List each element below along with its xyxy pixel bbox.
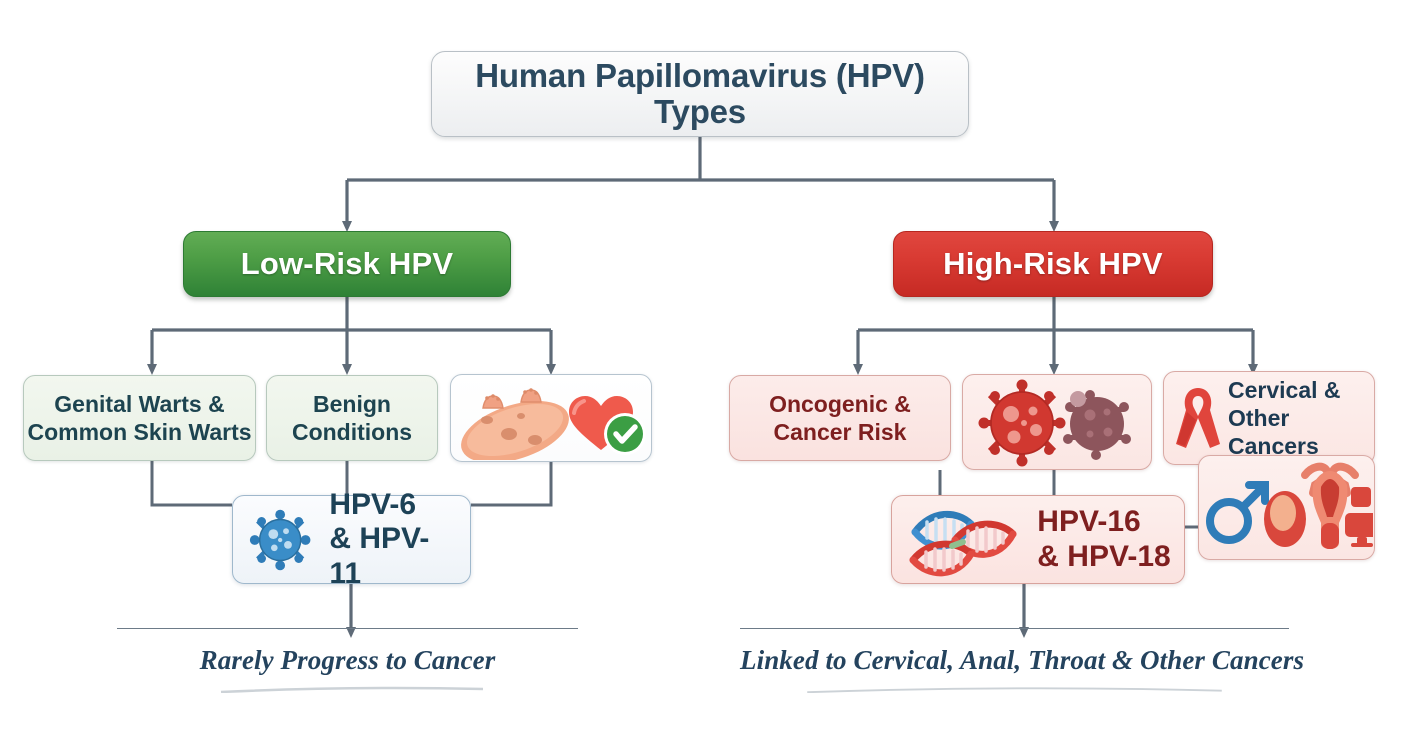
footer-rule-bottom-high-risk bbox=[807, 687, 1222, 694]
branch-label-high-risk: High-Risk HPV bbox=[943, 245, 1163, 281]
leaf-label-cervical-other-cancers: Cervical & Other Cancers bbox=[1228, 376, 1341, 460]
leaf-genital-warts[interactable]: Genital Warts & Common Skin Warts bbox=[23, 375, 256, 461]
footer-rule-bottom-low-risk bbox=[220, 686, 484, 694]
leaf-label-genital-warts: Genital Warts & Common Skin Warts bbox=[27, 390, 252, 445]
footer-rule-top-high-risk bbox=[740, 628, 1289, 629]
leaf-benign-conditions[interactable]: Benign Conditions bbox=[266, 375, 438, 461]
red-awareness-ribbon-icon bbox=[1176, 388, 1220, 448]
type-label-hpv-6-11: HPV-6 & HPV-11 bbox=[329, 487, 430, 590]
red-dna-helix-icon-2 bbox=[909, 540, 975, 576]
male-symbol-icon bbox=[1205, 481, 1269, 544]
type-label-hpv-16-18: HPV-16 & HPV-18 bbox=[1037, 505, 1171, 573]
mauve-virus-icon bbox=[1063, 390, 1131, 460]
type-node-hpv-16-18[interactable]: HPV-16 & HPV-18 bbox=[891, 495, 1185, 584]
leaf-cervical-other-cancers[interactable]: Cervical & Other Cancers bbox=[1163, 371, 1375, 465]
type-node-hpv-6-11[interactable]: HPV-6 & HPV-11 bbox=[232, 488, 471, 590]
anatomy-illustration-group bbox=[1205, 462, 1373, 549]
branch-header-low-risk[interactable]: Low-Risk HPV bbox=[183, 231, 511, 297]
branch-header-high-risk[interactable]: High-Risk HPV bbox=[893, 231, 1213, 297]
footer-high-risk: Linked to Cervical, Anal, Throat & Other… bbox=[740, 628, 1305, 698]
root-title-box: Human Papillomavirus (HPV) Types bbox=[431, 51, 969, 137]
ovary-icon bbox=[1263, 491, 1306, 547]
footer-text-high-risk: Linked to Cervical, Anal, Throat & Other… bbox=[740, 645, 1305, 675]
anatomy-illustration-box[interactable] bbox=[1198, 455, 1375, 560]
dna-helix-group bbox=[909, 510, 1017, 576]
footer-low-risk: Rarely Progress to Cancer bbox=[117, 628, 578, 698]
branch-label-low-risk: Low-Risk HPV bbox=[240, 245, 454, 281]
footer-text-low-risk: Rarely Progress to Cancer bbox=[199, 645, 496, 675]
leaf-label-benign-conditions: Benign Conditions bbox=[291, 390, 413, 445]
leaf-wart-skin-heart-illustration[interactable] bbox=[450, 374, 652, 462]
leaf-red-virus-illustration[interactable] bbox=[962, 374, 1152, 470]
leaf-oncogenic-cancer-risk[interactable]: Oncogenic & Cancer Risk bbox=[729, 375, 951, 461]
organ-icon bbox=[1344, 487, 1373, 547]
green-check-badge-icon bbox=[604, 413, 646, 455]
red-virus-icon bbox=[978, 379, 1066, 467]
leaf-label-oncogenic-cancer-risk: Oncogenic & Cancer Risk bbox=[769, 390, 911, 445]
wart-illustration-group bbox=[461, 388, 646, 460]
page-title: Human Papillomavirus (HPV) Types bbox=[475, 56, 925, 130]
footer-rule-top-low-risk bbox=[117, 628, 578, 629]
virus-illustration-group bbox=[978, 379, 1131, 467]
wart-skin-icon bbox=[461, 388, 569, 460]
uterus-icon bbox=[1300, 462, 1359, 549]
blue-virus-icon bbox=[249, 509, 311, 570]
